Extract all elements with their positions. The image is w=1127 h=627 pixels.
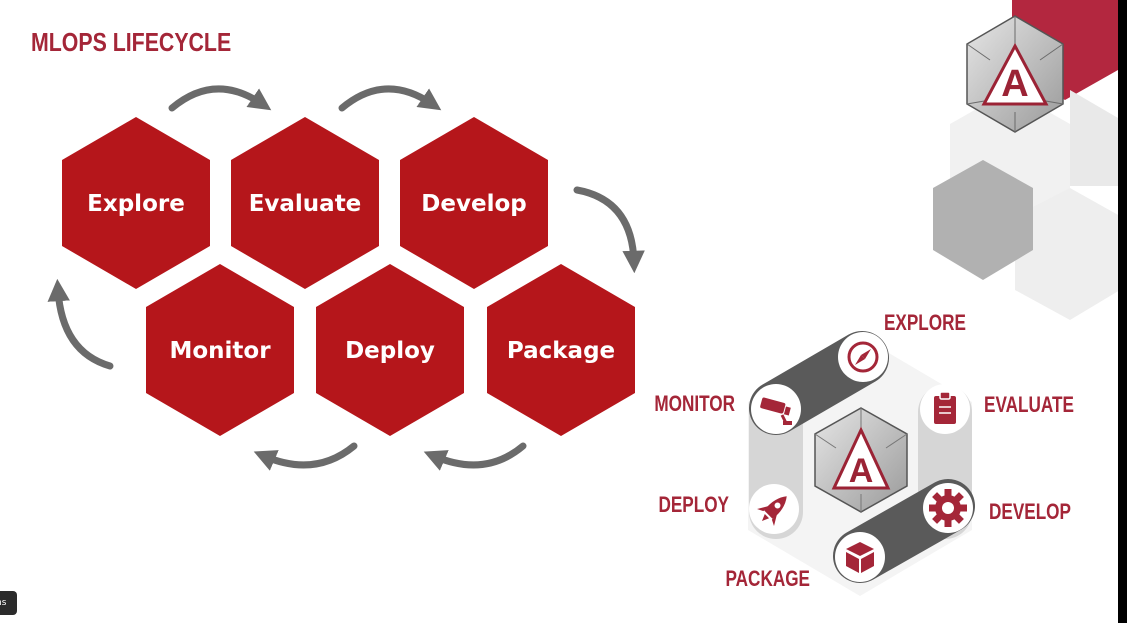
hex-label: Explore: [87, 191, 185, 217]
wheel-node-deploy: DEPLOY: [658, 484, 799, 534]
bg-hex-gray: [933, 160, 1033, 280]
bg-hex-2: [1070, 90, 1118, 186]
hex-shape: [231, 117, 379, 289]
hex-shape: [316, 264, 464, 436]
wheel-node-monitor: MONITOR: [654, 384, 801, 434]
window-edge: [1118, 0, 1127, 623]
compass-icon: [847, 341, 879, 373]
hex-shape: [400, 117, 548, 289]
wheel-logo-letter: A: [849, 452, 874, 490]
arrow-package-deploy: [423, 442, 527, 471]
wheel-node-explore: EXPLORE: [838, 311, 966, 382]
arrow-monitor-explore: [47, 278, 114, 370]
wheel-label: DEPLOY: [658, 493, 729, 518]
node-circle: [835, 532, 885, 582]
box-icon: [846, 542, 874, 573]
hex-label: Deploy: [345, 338, 435, 364]
hex-shape: [146, 264, 294, 436]
cctv-camera-icon: [760, 397, 792, 425]
wheel-label: EXPLORE: [884, 311, 966, 336]
rocket-icon: [757, 496, 787, 526]
bg-hex-3: [1015, 188, 1120, 320]
logo-top: A: [966, 15, 1064, 133]
arrow-deploy-monitor: [253, 442, 358, 471]
wheel-node-package: PACKAGE: [726, 532, 885, 592]
wheel-node-develop: DEVELOP: [923, 483, 1071, 533]
hex-label: Package: [507, 338, 615, 364]
wheel-label: PACKAGE: [726, 567, 810, 592]
arrow-evaluate-develop: [338, 85, 442, 112]
hex-label: Develop: [421, 191, 526, 217]
hex-monitor: Monitor: [146, 264, 294, 436]
arrow-develop-package: [573, 186, 645, 274]
gear-icon: [929, 489, 967, 527]
wheel-diagram: A EXPLORE EVALUATE DEVELOP PACKAGE DEPLOY MON…: [654, 311, 1074, 596]
hex-label: Monitor: [169, 338, 271, 364]
wheel-label: DEVELOP: [989, 500, 1071, 525]
wheel-node-evaluate: EVALUATE: [920, 384, 1074, 434]
hex-explore: Explore: [62, 117, 210, 289]
hex-label: Evaluate: [249, 191, 362, 217]
wheel-logo: A: [814, 407, 908, 513]
hex-shape: [62, 117, 210, 289]
hex-evaluate: Evaluate: [231, 117, 379, 289]
arrow-explore-evaluate: [168, 85, 272, 112]
logo-letter: A: [1001, 63, 1028, 105]
wheel-label: EVALUATE: [984, 393, 1074, 418]
page-title: MLOPS LIFECYCLE: [31, 27, 232, 57]
hex-develop: Develop: [400, 117, 548, 289]
hex-package: Package: [487, 264, 635, 436]
wheel-label: MONITOR: [654, 392, 735, 417]
collapsed-panel-tab[interactable]: ns: [0, 591, 17, 615]
hex-shape: [487, 264, 635, 436]
clipboard-icon: [934, 391, 956, 424]
hex-deploy: Deploy: [316, 264, 464, 436]
